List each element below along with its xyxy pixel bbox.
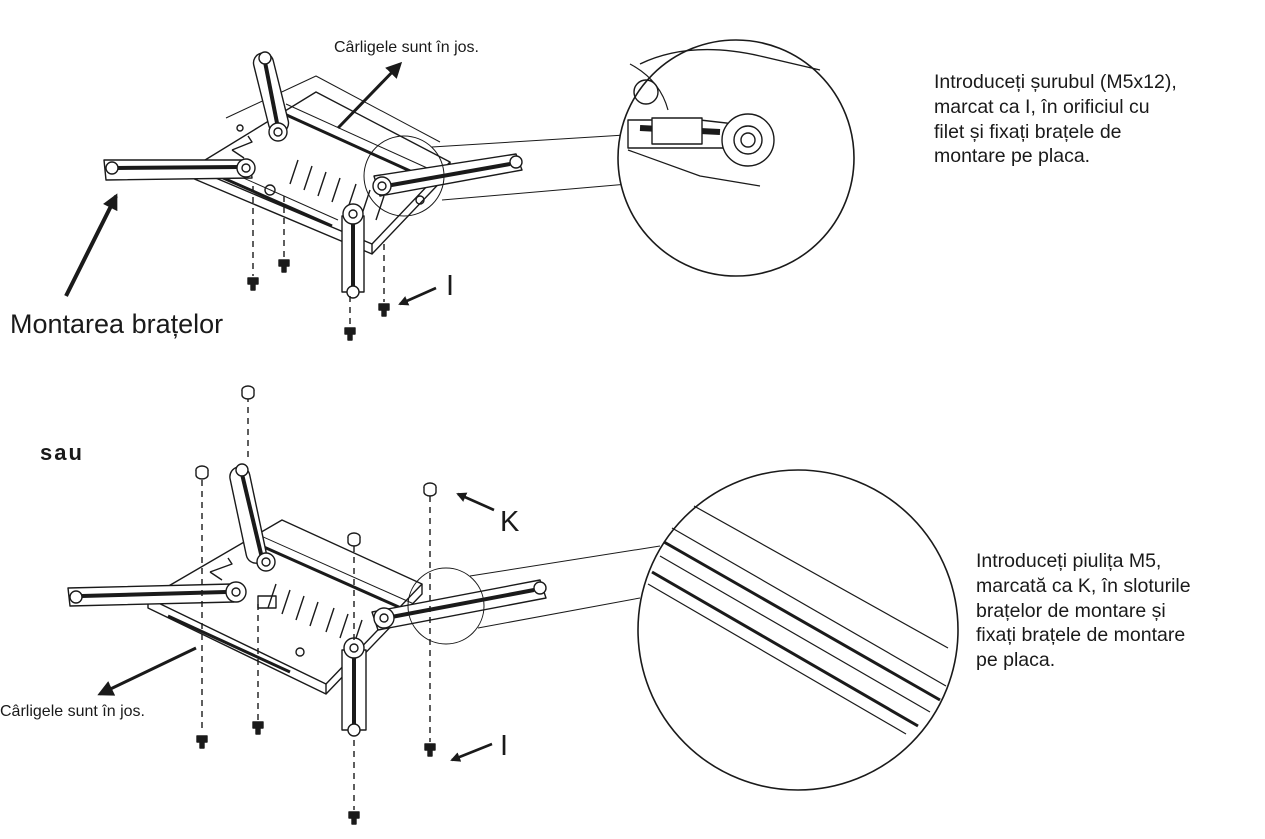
top-instruction-line: Introduceți șurubul (M5x12),	[934, 71, 1177, 93]
bottom-nuts	[195, 385, 437, 547]
bottom-mounting-arms	[67, 463, 547, 737]
bottom-screw-label: I	[500, 730, 509, 762]
top-detail-zoom	[617, 39, 855, 277]
top-screw-pointer-arrow	[398, 286, 437, 306]
top-instruction-line: marcat ca I, în orificiul cu	[934, 95, 1150, 118]
divider-word: sau	[40, 440, 84, 465]
top-hooks-note: Cârligele sunt în jos.	[334, 39, 479, 56]
bottom-detail-zoom	[637, 469, 959, 791]
top-hooks-arrow	[336, 61, 403, 130]
top-caption-arrow	[64, 193, 118, 297]
bottom-screw-heads	[196, 721, 436, 825]
top-mounting-arms	[103, 51, 523, 299]
bottom-instruction-line: pe placa.	[976, 649, 1056, 671]
top-screws	[252, 186, 385, 326]
bottom-nut-label: K	[500, 506, 520, 538]
top-screw-heads	[247, 259, 390, 341]
bottom-zoom-source-circle	[407, 567, 485, 645]
bottom-screw-pointer-arrow	[450, 742, 493, 762]
bottom-fastener-lines	[201, 396, 431, 810]
top-zoom-source-circle	[363, 135, 445, 217]
bottom-hooks-note: Cârligele sunt în jos.	[0, 703, 145, 720]
top-caption: Montarea brațelor	[10, 309, 224, 339]
top-instruction-line: montare pe placa.	[934, 145, 1091, 168]
bottom-instruction-line: marcată ca K, în sloturile	[976, 574, 1191, 597]
bottom-instruction-line: Introduceți piulița M5,	[976, 550, 1162, 572]
top-screw-label: I	[446, 270, 455, 302]
bottom-instruction-line: brațelor de montare și	[976, 599, 1166, 622]
bottom-nut-pointer-arrow	[456, 492, 495, 512]
top-instruction-line: filet și fixați brațele de	[934, 120, 1122, 143]
bottom-instruction: Introduceți piulița M5, marcată ca K, în…	[976, 549, 1264, 673]
bottom-hooks-arrow	[97, 646, 197, 696]
bottom-mounting-plate	[147, 519, 423, 695]
top-mounting-plate	[191, 75, 451, 255]
bottom-instruction-line: fixați brațele de montare	[976, 624, 1186, 647]
top-instruction: Introduceți șurubul (M5x12), marcat ca I…	[934, 70, 1254, 169]
